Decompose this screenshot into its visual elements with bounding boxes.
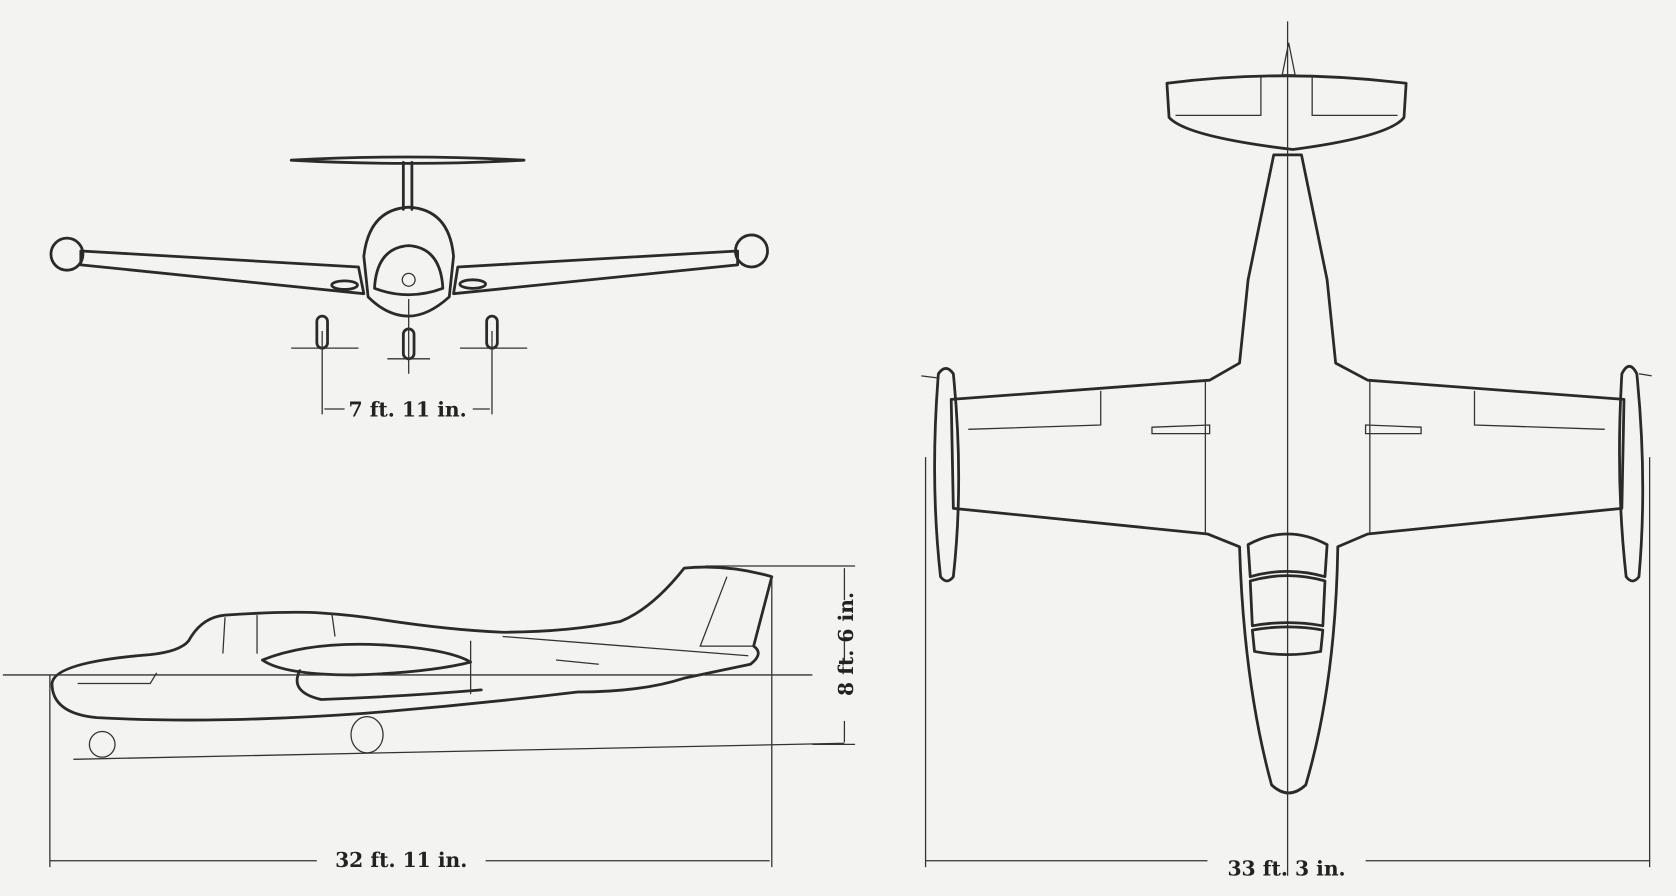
front-view: 7 ft. 11 in.: [49, 155, 769, 421]
span-dimension-label: 33 ft. 3 in.: [1227, 857, 1345, 881]
length-dimension-label: 32 ft. 11 in.: [335, 848, 467, 872]
track-dimension-label: 7 ft. 11 in.: [349, 397, 467, 421]
height-dimension-label: 8 ft. 6 in.: [834, 592, 858, 696]
top-view: 33 ft. 3 in.: [921, 21, 1652, 881]
side-view: 8 ft. 6 in. 32 ft. 11 in.: [2, 565, 858, 872]
